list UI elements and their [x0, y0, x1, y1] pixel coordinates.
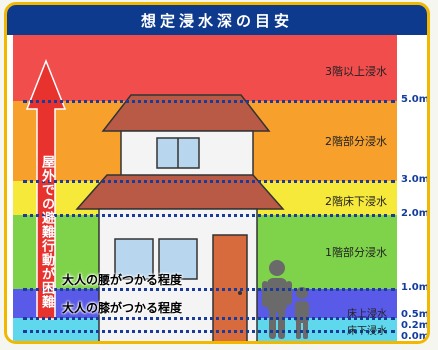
- depth-line-3m: [23, 180, 395, 183]
- first-floor-window-left: [114, 238, 154, 280]
- tick-label: 0.5m: [401, 309, 430, 320]
- first-floor-window-right: [158, 238, 198, 280]
- tick-label: 3.0m: [401, 174, 430, 185]
- depth-line-5m: [23, 100, 395, 103]
- depth-line-05m: [23, 317, 395, 320]
- level-label: 3階以上浸水: [325, 65, 387, 78]
- band-3f-above: [13, 35, 397, 101]
- diagram-frame: 想定浸水深の目安: [4, 2, 430, 344]
- tick-label: 0.2m: [401, 320, 430, 331]
- tick-label: 2.0m: [401, 208, 430, 219]
- page-title: 想定浸水深の目安: [7, 5, 427, 35]
- adult-figure: [262, 260, 292, 339]
- depth-line-1m: [23, 288, 395, 291]
- depth-chart: 屋外での避難行動が困難 5.0m 3.0m 2.0m 1.0m 0.5m 0.2…: [7, 35, 430, 342]
- level-label: 床上浸水: [347, 309, 387, 320]
- tick-label: 1.0m: [401, 282, 430, 293]
- level-label: 1階部分浸水: [325, 246, 387, 259]
- level-label: 2階床下浸水: [325, 195, 387, 208]
- axis-area: [397, 35, 427, 341]
- level-label: 床下浸水: [347, 326, 387, 337]
- knee-note: 大人の膝がつかる程度: [62, 301, 183, 315]
- tick-label: 0.0m: [401, 331, 430, 342]
- waist-note: 大人の腰がつかる程度: [62, 273, 183, 287]
- arrow-text: 屋外での避難行動が困難: [39, 155, 54, 309]
- depth-line-02m: [23, 330, 395, 333]
- tick-label: 5.0m: [401, 94, 430, 105]
- depth-line-2m: [23, 214, 395, 217]
- house-illustration: [25, 58, 309, 341]
- level-label: 2階部分浸水: [325, 135, 387, 148]
